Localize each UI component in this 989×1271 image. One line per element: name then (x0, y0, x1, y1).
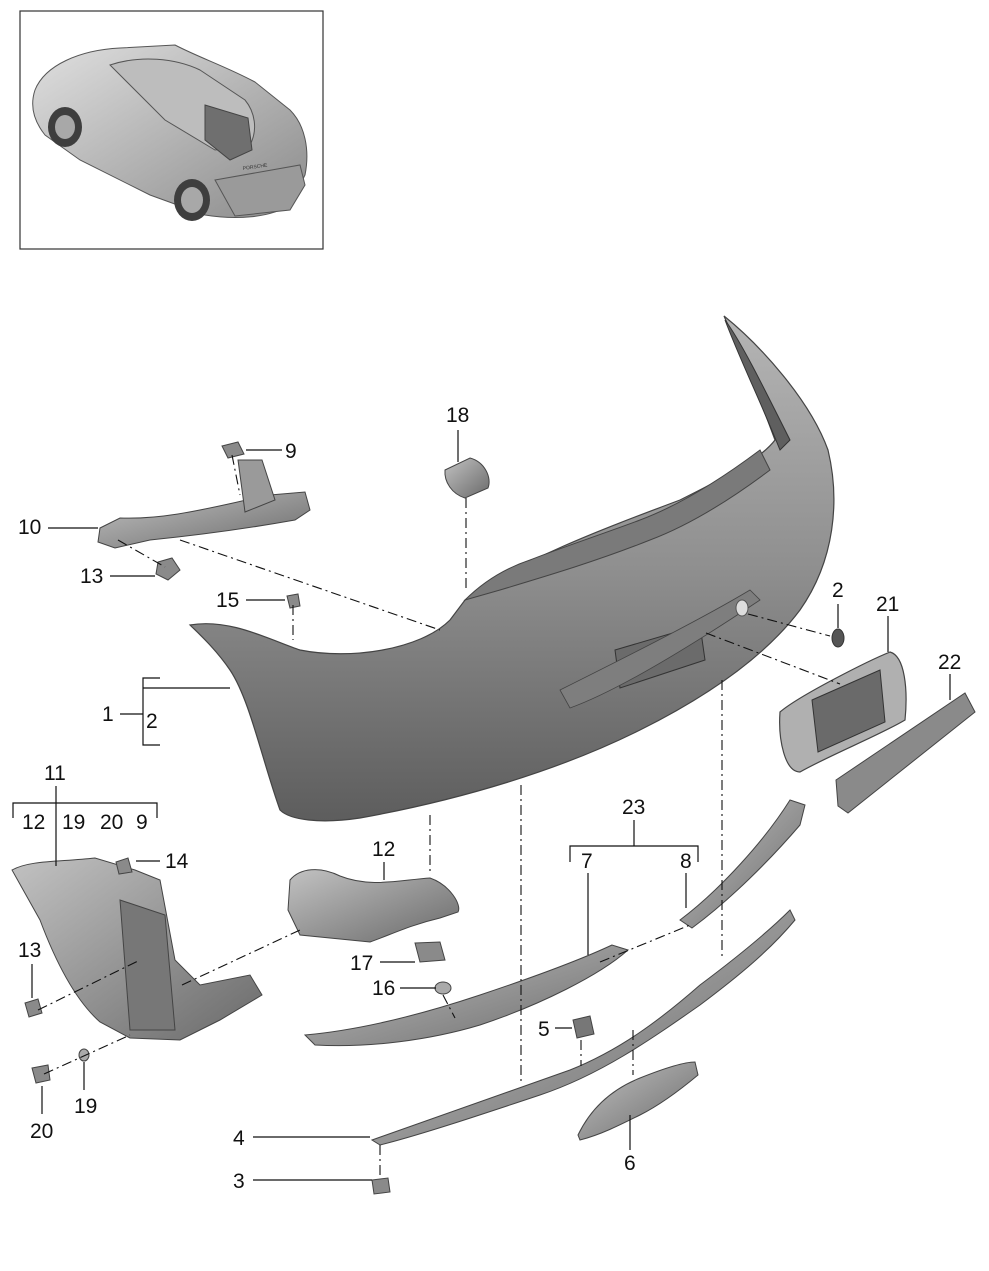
callout-2-left: 2 (146, 710, 158, 733)
license-plate-holder-21 (779, 651, 907, 773)
callout-12: 12 (372, 838, 395, 861)
callout-labels: 9 10 13 15 18 2 21 22 1 2 11 12 19 20 9 … (18, 404, 961, 1193)
plug-2 (831, 628, 845, 648)
callout-15: 15 (216, 589, 239, 612)
callout-6: 6 (624, 1152, 636, 1175)
rear-bumper-cover (188, 315, 835, 822)
callout-23: 23 (622, 796, 645, 819)
callout-9-group: 9 (136, 811, 148, 834)
callout-17: 17 (350, 952, 373, 975)
ring-16 (434, 981, 452, 995)
clip-5 (572, 1015, 595, 1039)
clip-15 (286, 593, 301, 609)
sensor-17 (414, 941, 446, 963)
deflector-12 (287, 869, 460, 943)
car-rear-bumper (214, 164, 306, 217)
leader-lines (12, 430, 951, 1181)
license-plate-22 (835, 692, 976, 814)
callout-16: 16 (372, 977, 395, 1000)
callout-22: 22 (938, 651, 961, 674)
side-bracket-11 (11, 857, 263, 1041)
callout-14: 14 (165, 850, 189, 873)
bracket-10 (97, 459, 311, 549)
assembly-lines (37, 454, 841, 1176)
trim-7 (303, 944, 629, 1047)
callout-1: 1 (102, 703, 114, 726)
washer-19 (78, 1048, 90, 1062)
callout-2-right: 2 (832, 579, 844, 602)
car-badge: PORSCHE (242, 163, 268, 172)
callout-20: 20 (30, 1120, 53, 1143)
car-wheel-front-rim (55, 115, 75, 139)
callout-13-upper: 13 (80, 565, 103, 588)
nut-13-lower (24, 998, 43, 1018)
vehicle-thumbnail: PORSCHE (19, 10, 324, 250)
nut-13-upper (155, 557, 181, 581)
callout-12-group: 12 (22, 811, 45, 834)
tow-hook-cover-18 (444, 457, 490, 499)
callout-10: 10 (18, 516, 41, 539)
car-rear-window (204, 104, 253, 161)
callout-7: 7 (581, 850, 593, 873)
callout-13-lower: 13 (18, 939, 41, 962)
callout-5: 5 (538, 1018, 550, 1041)
cover-6 (577, 1061, 699, 1141)
callout-19: 19 (74, 1095, 97, 1118)
diffuser-4 (370, 909, 796, 1146)
callout-8: 8 (680, 850, 692, 873)
screw-20 (31, 1064, 51, 1084)
callout-9: 9 (285, 440, 297, 463)
callout-18: 18 (446, 404, 469, 427)
callout-4: 4 (233, 1127, 245, 1150)
callout-20-group: 20 (100, 811, 123, 834)
callout-11: 11 (44, 762, 66, 785)
callout-3: 3 (233, 1170, 245, 1193)
car-body (32, 44, 308, 219)
callout-19-group: 19 (62, 811, 85, 834)
nut-14 (115, 857, 133, 875)
trim-8 (679, 799, 806, 929)
car-wheel-rear-rim (181, 187, 203, 213)
callout-21: 21 (876, 593, 899, 616)
screw-3 (371, 1177, 391, 1195)
clip-9 (221, 441, 245, 459)
